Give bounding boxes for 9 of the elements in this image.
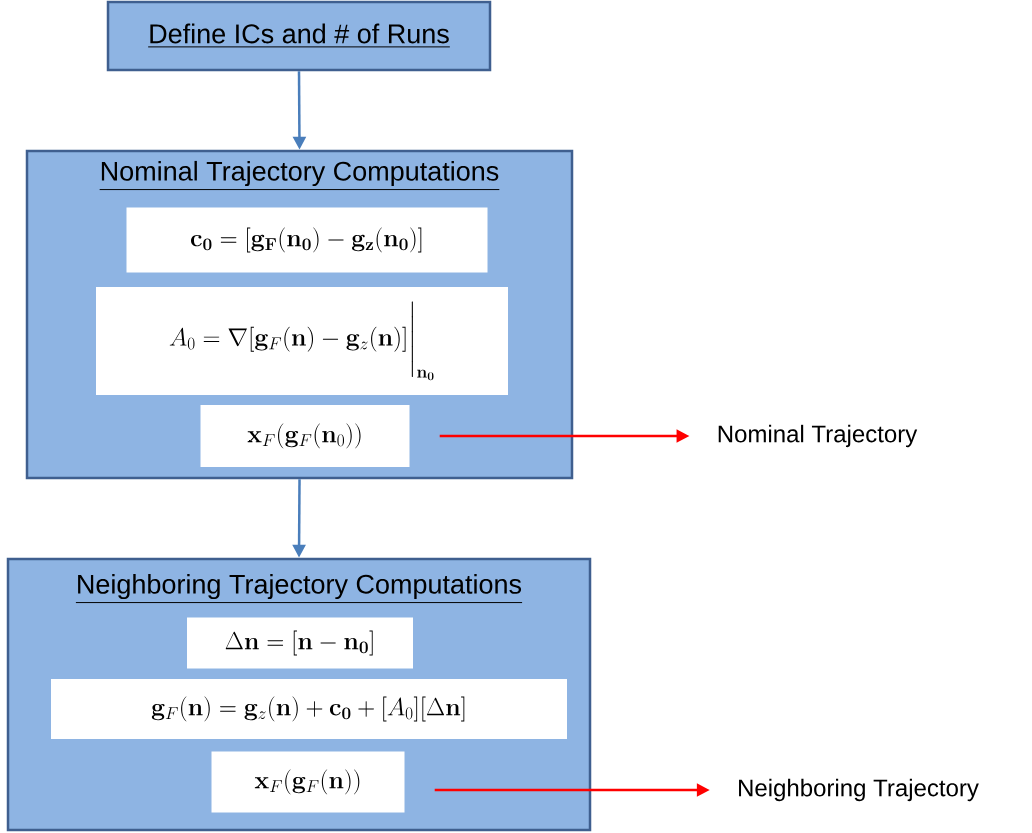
- formula-box: $\mathbf{x}_F(\mathbf{g}_F(\mathbf{n}))$: [211, 751, 405, 813]
- formula-box: $\Delta\mathbf{n} = [\mathbf{n} - \mathbf{n_0}]$: [187, 617, 413, 669]
- output-label: Nominal Trajectory: [718, 424, 918, 448]
- formula-box: $A_0 = \nabla[\mathbf{g}_F(\mathbf{n}) - \mathbf{g}_z(\mathbf{n})]\Bigg|_{\mathbf{n_0}}$: [96, 287, 508, 395]
- formula-box: $\mathbf{c_0} = [\mathbf{g_F}(\mathbf{n_0}) - \mathbf{g_z}(\mathbf{n_0})]$: [126, 207, 488, 273]
- formula-box: $\mathbf{g}_F(\mathbf{n}) = \mathbf{g}_z(\mathbf{n}) + \mathbf{c_0} + [A_0][\Delta\mathbf{n}]$: [51, 679, 567, 739]
- formula-box: $\mathbf{x}_F(\mathbf{g}_F(\mathbf{n}_0))$: [200, 405, 410, 467]
- process-box: Define ICs and # of Runs: [106, 0, 492, 72]
- output-label: Neighboring Trajectory: [739, 778, 979, 802]
